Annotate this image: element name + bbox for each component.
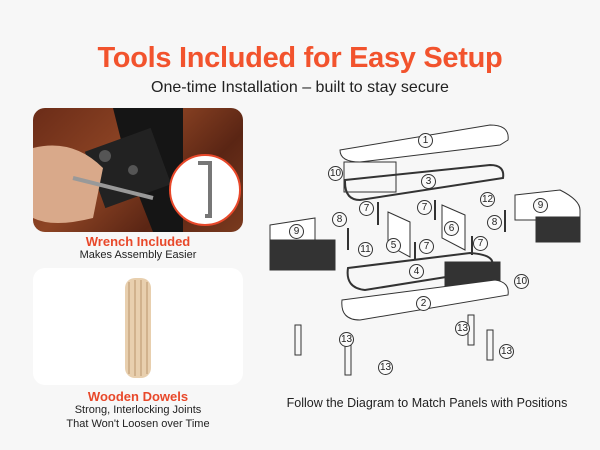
wrench-title: Wrench Included bbox=[85, 234, 191, 249]
part-label: 13 bbox=[378, 360, 393, 375]
part-label: 5 bbox=[386, 238, 401, 253]
part-label: 7 bbox=[473, 236, 488, 251]
dowel-photo bbox=[33, 268, 243, 385]
part-label: 12 bbox=[480, 192, 495, 207]
part-label: 8 bbox=[332, 212, 347, 227]
exploded-diagram bbox=[269, 124, 581, 376]
part-label: 13 bbox=[339, 332, 354, 347]
dowel-illustration bbox=[125, 278, 151, 378]
part-label: 13 bbox=[455, 321, 470, 336]
part-label: 1 bbox=[418, 133, 433, 148]
part-label: 4 bbox=[409, 264, 424, 279]
part-label: 6 bbox=[444, 221, 459, 236]
part-label: 3 bbox=[421, 174, 436, 189]
diagram-caption: Follow the Diagram to Match Panels with … bbox=[286, 396, 568, 410]
part-label: 7 bbox=[419, 239, 434, 254]
part-label: 7 bbox=[417, 200, 432, 215]
part-label: 10 bbox=[514, 274, 529, 289]
dowels-description-1: Strong, Interlocking Joints bbox=[74, 404, 202, 416]
subtitle: One-time Installation – built to stay se… bbox=[151, 79, 449, 96]
dowels-description-2: That Won't Loosen over Time bbox=[66, 418, 210, 430]
part-label: 8 bbox=[487, 215, 502, 230]
part-label: 7 bbox=[359, 201, 374, 216]
dowels-title: Wooden Dowels bbox=[87, 389, 189, 404]
part-label: 2 bbox=[416, 296, 431, 311]
wrench-illustration bbox=[33, 108, 241, 232]
page-title: Tools Included for Easy Setup bbox=[97, 42, 503, 74]
part-label: 10 bbox=[328, 166, 343, 181]
part-label: 13 bbox=[499, 344, 514, 359]
part-label: 9 bbox=[289, 224, 304, 239]
wrench-photo bbox=[33, 108, 243, 232]
part-label: 9 bbox=[533, 198, 548, 213]
wrench-description: Makes Assembly Easier bbox=[79, 249, 197, 261]
part-label: 11 bbox=[358, 242, 373, 257]
